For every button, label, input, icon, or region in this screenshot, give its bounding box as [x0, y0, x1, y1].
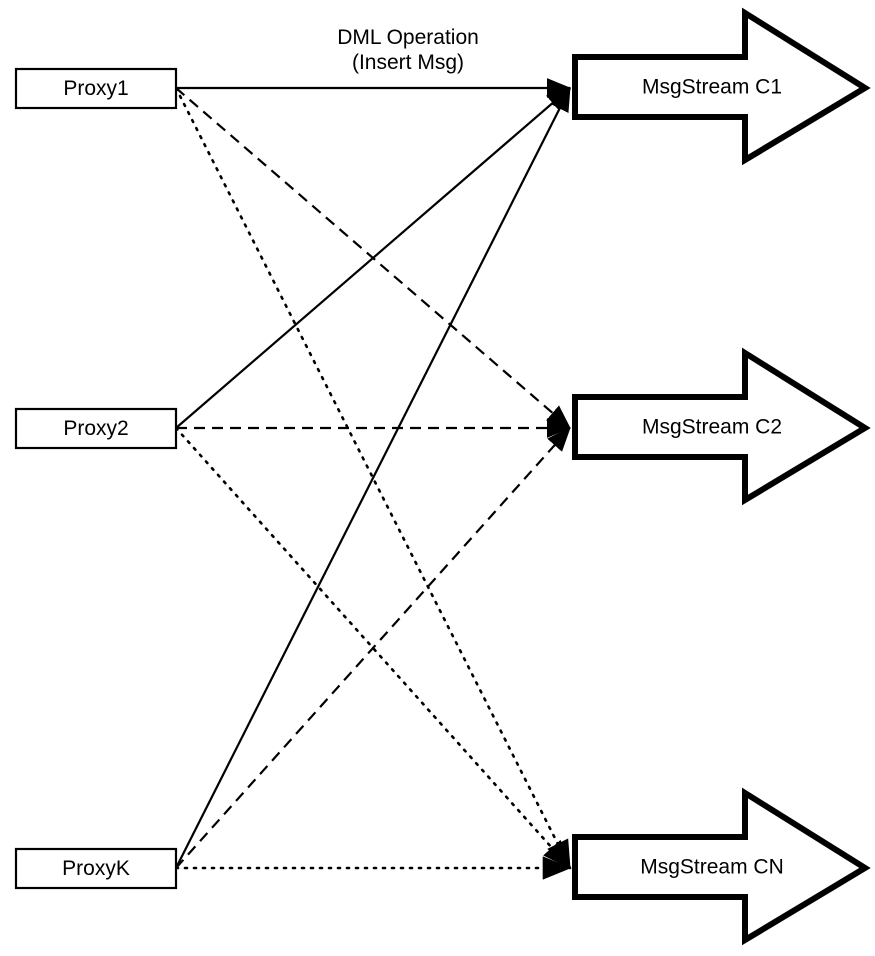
block-arrow-icon	[572, 347, 871, 506]
streams-layer: MsgStream C1 MsgStream C2 MsgStream CN	[572, 7, 871, 946]
stream-label: MsgStream C1	[642, 76, 782, 99]
dml-operation-label-line1: DML Operation	[337, 26, 479, 49]
node-label: Proxy1	[63, 77, 128, 100]
node-label: ProxyK	[62, 857, 130, 880]
node-proxy2[interactable]: Proxy2	[14, 407, 178, 450]
edge-label-layer: DML Operation (Insert Msg)	[337, 26, 479, 74]
connection-proxyK-to-c2[interactable]	[175, 427, 571, 869]
stream-label: MsgStream CN	[640, 856, 784, 879]
node-proxy1[interactable]: Proxy1	[14, 67, 178, 110]
node-box	[14, 407, 178, 450]
stream-label: MsgStream C2	[642, 416, 782, 439]
connection-proxy1-to-cn[interactable]	[174, 86, 572, 870]
stream-stream_c1[interactable]: MsgStream C1	[572, 7, 871, 166]
node-box	[14, 847, 178, 890]
stream-stream_c2[interactable]: MsgStream C2	[572, 347, 871, 506]
connection-proxyK-to-c1[interactable]	[175, 87, 571, 869]
connections-layer	[174, 78, 572, 880]
block-arrow-icon	[572, 787, 871, 946]
node-box	[14, 67, 178, 110]
connection-proxy2-to-cn[interactable]	[174, 426, 572, 870]
node-proxyK[interactable]: ProxyK	[14, 847, 178, 890]
node-label: Proxy2	[63, 417, 128, 440]
dml-operation-label-line2: (Insert Msg)	[352, 51, 464, 74]
block-arrow-icon	[572, 7, 871, 166]
stream-stream_cn[interactable]: MsgStream CN	[572, 787, 871, 946]
connection-proxy2-to-c1[interactable]	[175, 87, 571, 429]
